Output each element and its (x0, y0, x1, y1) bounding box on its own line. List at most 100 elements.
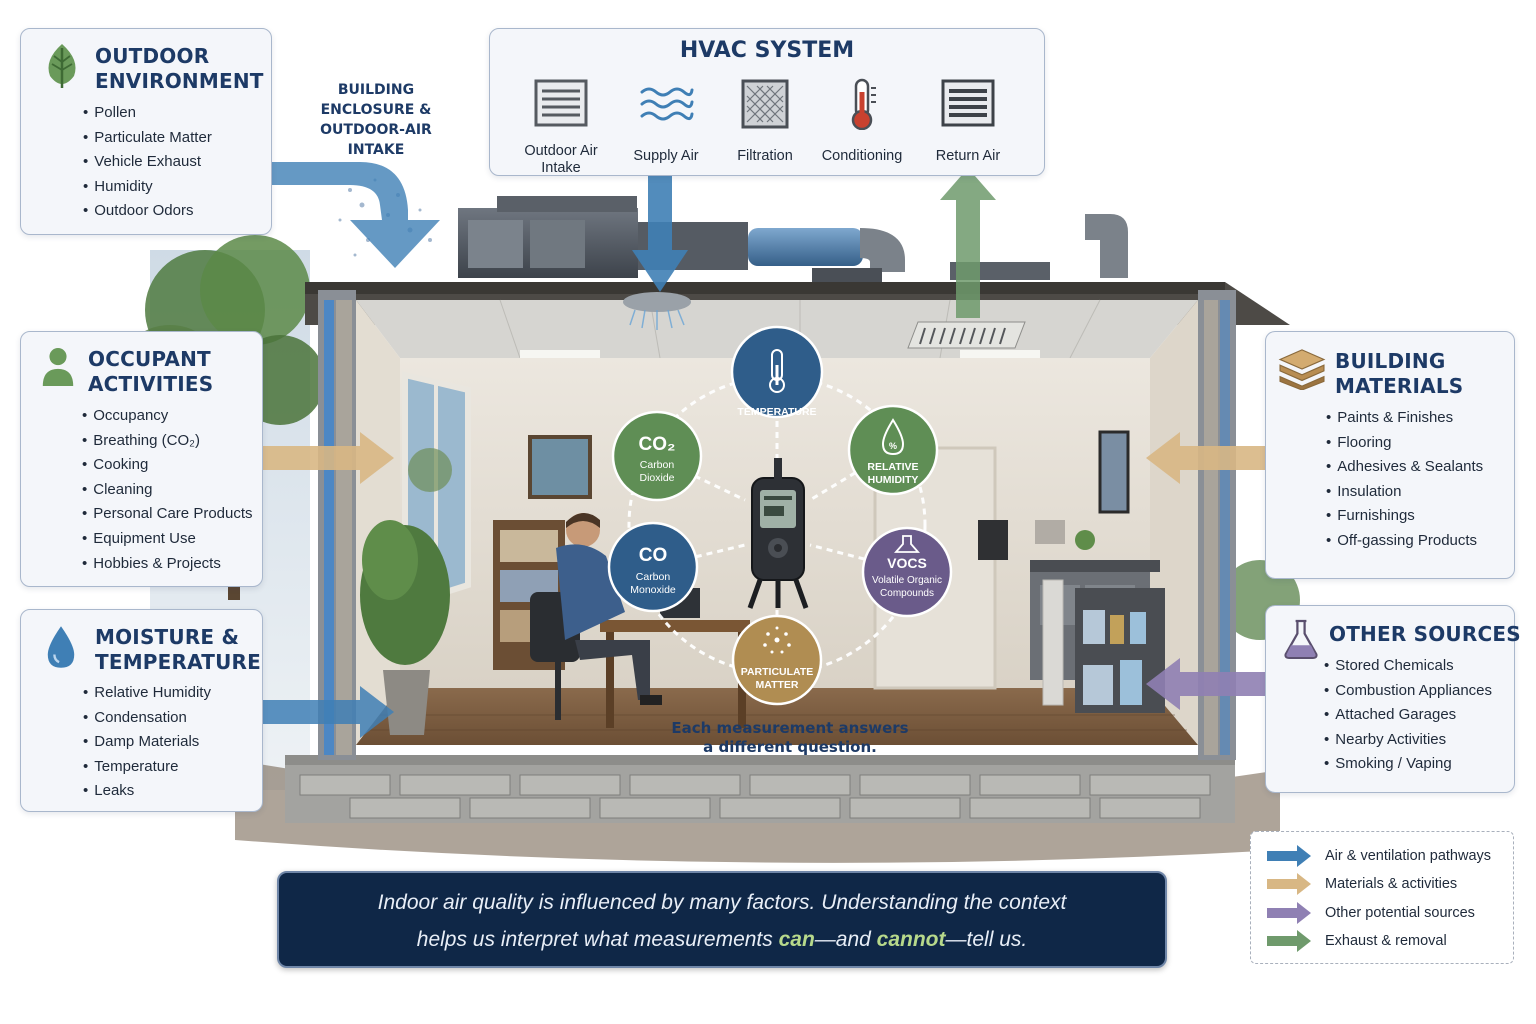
sensor-vocs-sub2: Compounds (880, 588, 934, 599)
hvac-conditioning: Conditioning (807, 78, 917, 165)
legend-item-materials: Materials & activities (1267, 873, 1457, 895)
moisture-list: Relative Humidity Condensation Damp Mate… (83, 681, 211, 804)
sensor-temperature: TEMPERATURE (730, 325, 824, 419)
list-item: Vehicle Exhaust (83, 150, 212, 175)
water-drop-icon (47, 626, 75, 668)
hvac-system-title: HVAC SYSTEM (679, 38, 855, 63)
list-item: Relative Humidity (83, 681, 211, 706)
list-item: Outdoor Odors (83, 199, 212, 224)
hvac-intake-label-1: Outdoor Air (524, 143, 598, 159)
hvac-conditioning-label: Conditioning (821, 148, 903, 164)
humidity-drop-icon: % (881, 418, 905, 456)
filter-icon (741, 79, 789, 129)
wall-frame (1098, 430, 1130, 514)
sensor-co-sub1: Carbon (636, 571, 671, 583)
sensor-particulate-title2: MATTER (756, 679, 799, 691)
supply-air-arrow (632, 172, 688, 292)
caption-can-highlight: can (778, 928, 815, 951)
materials-title: BUILDING MATERIALS (1335, 349, 1463, 399)
legend-label-exhaust: Exhaust & removal (1325, 933, 1447, 949)
sensor-co2-sub1: Carbon (640, 459, 675, 471)
hvac-return-air: Return Air (913, 78, 1023, 165)
sensor-humidity: % RELATIVE HUMIDITY (847, 404, 939, 496)
outdoor-intake-arrow (270, 162, 440, 268)
legend-arrow-blue-icon (1267, 845, 1311, 867)
sensor-vocs-sub1: Volatile Organic (872, 575, 942, 586)
materials-title-line2: MATERIALS (1335, 374, 1464, 398)
legend-item-other: Other potential sources (1267, 902, 1475, 924)
material-layers-icon (1278, 349, 1326, 390)
legend-arrow-green-icon (1267, 930, 1311, 952)
sensor-particulate-title1: PARTICULATE (741, 666, 814, 678)
legend-label-air: Air & ventilation pathways (1325, 848, 1492, 864)
moisture-arrow (256, 686, 394, 738)
potted-plant (360, 520, 450, 735)
hvac-return-label: Return Air (935, 148, 1001, 164)
list-item: Damp Materials (83, 730, 211, 755)
moisture-title: MOISTURE & TEMPERATURE (95, 625, 261, 675)
occupant-title: OCCUPANT ACTIVITIES (88, 347, 213, 397)
list-item: Off-gassing Products (1326, 529, 1483, 554)
list-item: Paints & Finishes (1326, 406, 1483, 431)
air-quality-monitor (747, 458, 809, 609)
list-item: Combustion Appliances (1324, 679, 1492, 704)
question-line2: a different question. (703, 738, 877, 756)
intake-label-line2: ENCLOSURE & (320, 102, 432, 118)
foundation (285, 755, 1235, 823)
legend-item-exhaust: Exhaust & removal (1267, 930, 1447, 952)
enclosure-intake-label: BUILDING ENCLOSURE & OUTDOOR-AIR INTAKE (290, 80, 462, 160)
list-item: Stored Chemicals (1324, 654, 1492, 679)
kitchenette (978, 520, 1165, 713)
sensor-co: CO Carbon Monoxide (607, 521, 699, 613)
hvac-supply-label: Supply Air (633, 148, 699, 164)
svg-text:%: % (889, 441, 897, 451)
hvac-filtration-label: Filtration (737, 148, 793, 164)
list-item: Particulate Matter (83, 126, 212, 151)
hvac-supply-air: Supply Air (611, 78, 721, 165)
list-item: Cooking (82, 453, 253, 478)
legend: Air & ventilation pathways Materials & a… (1250, 831, 1514, 964)
leaf-icon (48, 44, 76, 88)
list-item: Insulation (1326, 480, 1483, 505)
return-grille (907, 321, 1026, 349)
list-item: Flooring (1326, 431, 1483, 456)
list-item: Condensation (83, 706, 211, 731)
caption-line2-end: —tell us. (945, 928, 1028, 951)
return-grille-icon (941, 79, 995, 127)
sensor-particulate: PARTICULATE MATTER (731, 614, 823, 706)
list-item: Cleaning (82, 478, 253, 503)
caption-line1: Indoor air quality is influenced by many… (377, 891, 1067, 914)
moisture-title-line1: MOISTURE & (95, 625, 240, 649)
caption-line2-start: helps us interpret what measurements (416, 928, 779, 951)
legend-arrow-tan-icon (1267, 873, 1311, 895)
outdoor-list: Pollen Particulate Matter Vehicle Exhaus… (83, 101, 212, 224)
voc-flask-icon (894, 535, 920, 553)
wall-painting (528, 435, 592, 499)
legend-label-materials: Materials & activities (1325, 876, 1458, 892)
list-item: Occupancy (82, 404, 253, 429)
list-item: Hobbies & Projects (82, 552, 253, 577)
materials-arrow (1146, 432, 1275, 484)
list-item: Breathing (CO₂) (82, 429, 253, 454)
list-item: Humidity (83, 175, 212, 200)
other-sources-arrow (1146, 658, 1268, 710)
sensor-co2-title: CO₂ (639, 434, 676, 455)
air-waves-icon (640, 87, 694, 121)
thermometer-icon (851, 78, 876, 131)
sensor-temperature-title: TEMPERATURE (737, 406, 816, 418)
list-item: Smoking / Vaping (1324, 752, 1492, 777)
desk-workstation (530, 512, 750, 728)
materials-title-line1: BUILDING (1335, 349, 1446, 373)
question-line1: Each measurement answers (671, 719, 909, 737)
thermometer-icon (769, 349, 785, 393)
sensor-co2: CO₂ Carbon Dioxide (611, 410, 703, 502)
supply-diffuser (623, 292, 691, 330)
return-air-arrow (940, 168, 996, 318)
person-icon (42, 348, 74, 386)
sensor-vocs: VOCS Volatile Organic Compounds (861, 526, 953, 618)
louver-vent-icon (534, 79, 588, 127)
sensor-humidity-title1: RELATIVE (867, 461, 918, 473)
intake-label-line3: OUTDOOR-AIR INTAKE (320, 122, 432, 158)
rooftop-hvac-equipment (458, 196, 1128, 282)
